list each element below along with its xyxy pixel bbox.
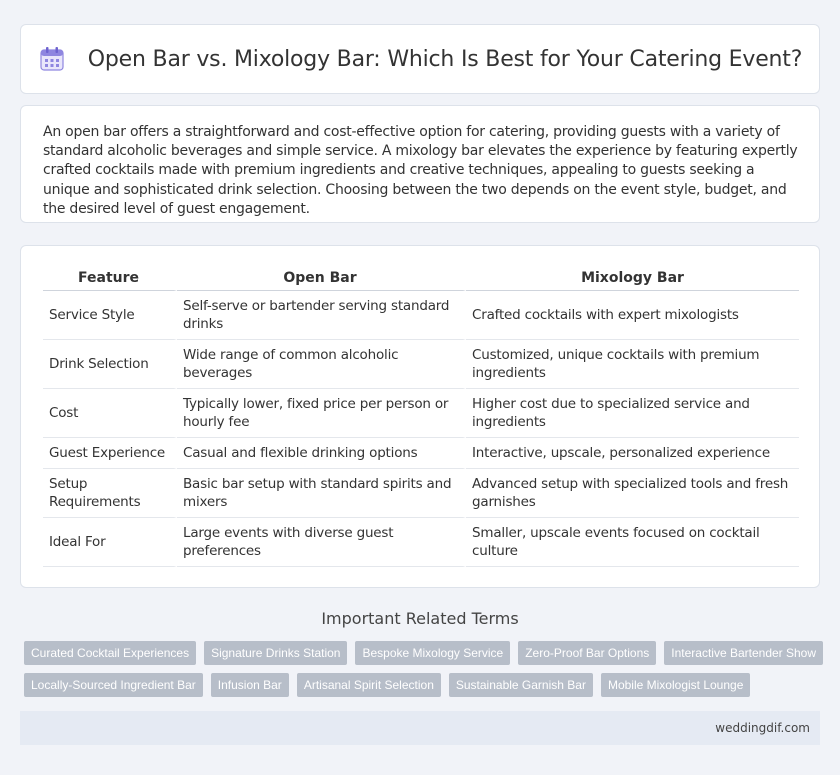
header-card: Open Bar vs. Mixology Bar: Which Is Best… — [20, 24, 820, 94]
feature-cell: Drink Selection — [43, 340, 177, 389]
header-open-bar: Open Bar — [177, 266, 466, 291]
tag-bespoke-mixology-service[interactable]: Bespoke Mixology Service — [355, 641, 511, 665]
open-bar-cell: Wide range of common alcoholic beverages — [177, 340, 466, 389]
feature-cell: Guest Experience — [43, 438, 177, 469]
feature-cell: Cost — [43, 389, 177, 438]
comparison-table: Feature Open Bar Mixology Bar Service St… — [43, 266, 799, 567]
intro-card: An open bar offers a straightforward and… — [20, 105, 820, 223]
header-mixology-bar: Mixology Bar — [466, 266, 799, 291]
table-row: Guest Experience Casual and flexible dri… — [43, 438, 799, 469]
intro-paragraph: An open bar offers a straightforward and… — [43, 124, 798, 217]
tag-sustainable-garnish-bar[interactable]: Sustainable Garnish Bar — [448, 673, 593, 697]
feature-cell: Ideal For — [43, 518, 177, 567]
table-row: Drink Selection Wide range of common alc… — [43, 340, 799, 389]
tag-artisanal-spirit-selection[interactable]: Artisanal Spirit Selection — [296, 673, 441, 697]
related-terms-title: Important Related Terms — [321, 609, 519, 628]
table-row: Service Style Self-serve or bartender se… — [43, 291, 799, 340]
tag-zero-proof-bar-options[interactable]: Zero-Proof Bar Options — [518, 641, 657, 665]
mixology-bar-cell: Smaller, upscale events focused on cockt… — [466, 518, 799, 567]
footer: weddingdif.com — [20, 711, 820, 745]
tag-row: Curated Cocktail Experiences Signature D… — [24, 641, 824, 665]
tag-signature-drinks-station[interactable]: Signature Drinks Station — [204, 641, 348, 665]
calendar-icon — [38, 45, 66, 73]
open-bar-cell: Self-serve or bartender serving standard… — [177, 291, 466, 340]
header-feature: Feature — [43, 266, 177, 291]
tag-row: Locally-Sourced Ingredient Bar Infusion … — [24, 673, 824, 697]
mixology-bar-cell: Crafted cocktails with expert mixologist… — [466, 291, 799, 340]
open-bar-cell: Large events with diverse guest preferen… — [177, 518, 466, 567]
mixology-bar-cell: Higher cost due to specialized service a… — [466, 389, 799, 438]
open-bar-cell: Typically lower, fixed price per person … — [177, 389, 466, 438]
footer-site-link[interactable]: weddingdif.com — [715, 721, 810, 735]
comparison-table-card: Feature Open Bar Mixology Bar Service St… — [20, 245, 820, 588]
tag-curated-cocktail-experiences[interactable]: Curated Cocktail Experiences — [24, 641, 197, 665]
tag-infusion-bar[interactable]: Infusion Bar — [210, 673, 289, 697]
mixology-bar-cell: Customized, unique cocktails with premiu… — [466, 340, 799, 389]
page-title: Open Bar vs. Mixology Bar: Which Is Best… — [87, 46, 803, 72]
feature-cell: Service Style — [43, 291, 177, 340]
open-bar-cell: Basic bar setup with standard spirits an… — [177, 469, 466, 518]
tag-mobile-mixologist-lounge[interactable]: Mobile Mixologist Lounge — [600, 673, 751, 697]
table-header-row: Feature Open Bar Mixology Bar — [43, 266, 799, 291]
tag-interactive-bartender-show[interactable]: Interactive Bartender Show — [664, 641, 824, 665]
feature-cell: Setup Requirements — [43, 469, 177, 518]
tag-locally-sourced-ingredient-bar[interactable]: Locally-Sourced Ingredient Bar — [24, 673, 203, 697]
table-row: Cost Typically lower, fixed price per pe… — [43, 389, 799, 438]
table-row: Ideal For Large events with diverse gues… — [43, 518, 799, 567]
related-terms-tags: Curated Cocktail Experiences Signature D… — [24, 641, 824, 705]
mixology-bar-cell: Interactive, upscale, personalized exper… — [466, 438, 799, 469]
mixology-bar-cell: Advanced setup with specialized tools an… — [466, 469, 799, 518]
table-row: Setup Requirements Basic bar setup with … — [43, 469, 799, 518]
open-bar-cell: Casual and flexible drinking options — [177, 438, 466, 469]
